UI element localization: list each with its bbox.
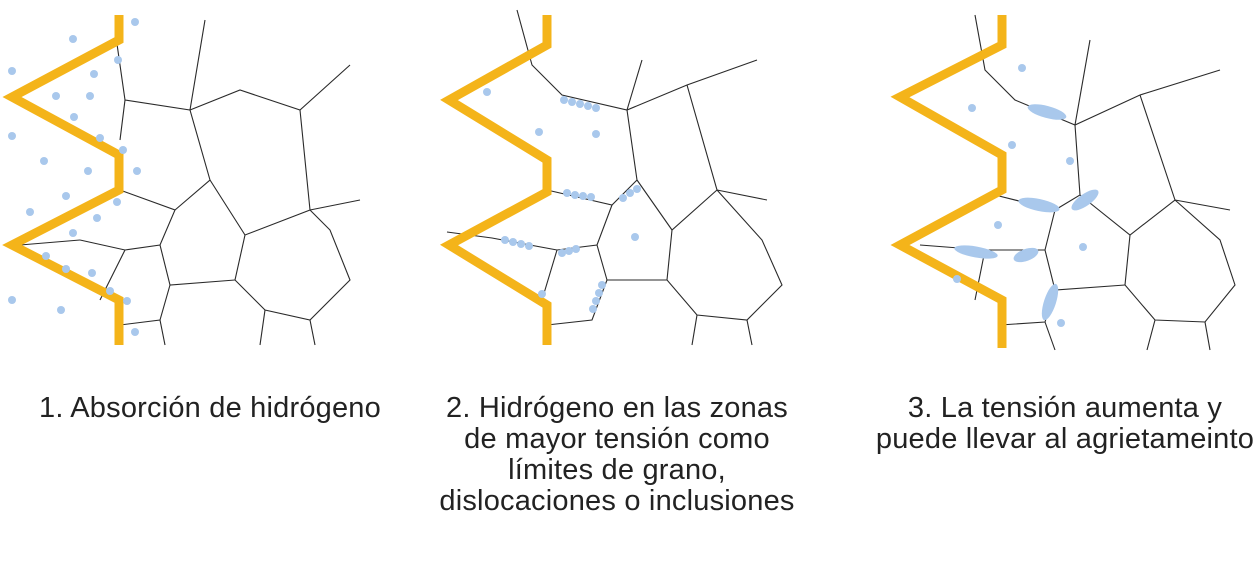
panel-3-illustration [890, 14, 1236, 351]
panel-1-absorption: 1. Absorción de hidrógeno [0, 0, 381, 574]
panel-1-caption: 1. Absorción de hidrógeno [39, 392, 381, 424]
panel-3-cracking: 3. La tensión aumenta y puede llevar al … [875, 0, 1255, 574]
grain-boundaries [446, 9, 783, 346]
hydrogen-atoms [8, 18, 141, 336]
stress-regions [954, 104, 1099, 321]
panel-2-accumulation: 2. Hidrógeno en las zonas de mayor tensi… [427, 0, 807, 574]
metal-surface [439, 15, 552, 345]
hydrogen-atoms [953, 64, 1087, 327]
metal-surface [2, 15, 124, 345]
panel-2-illustration [439, 9, 783, 346]
metal-surface [890, 15, 1007, 348]
grain-boundaries [19, 19, 361, 346]
hydrogen-atoms [483, 88, 641, 313]
panel-2-caption: 2. Hidrógeno en las zonas de mayor tensi… [439, 392, 795, 517]
panel-3-caption: 3. La tensión aumenta y puede llevar al … [875, 392, 1255, 455]
panel-1-illustration [2, 15, 361, 346]
